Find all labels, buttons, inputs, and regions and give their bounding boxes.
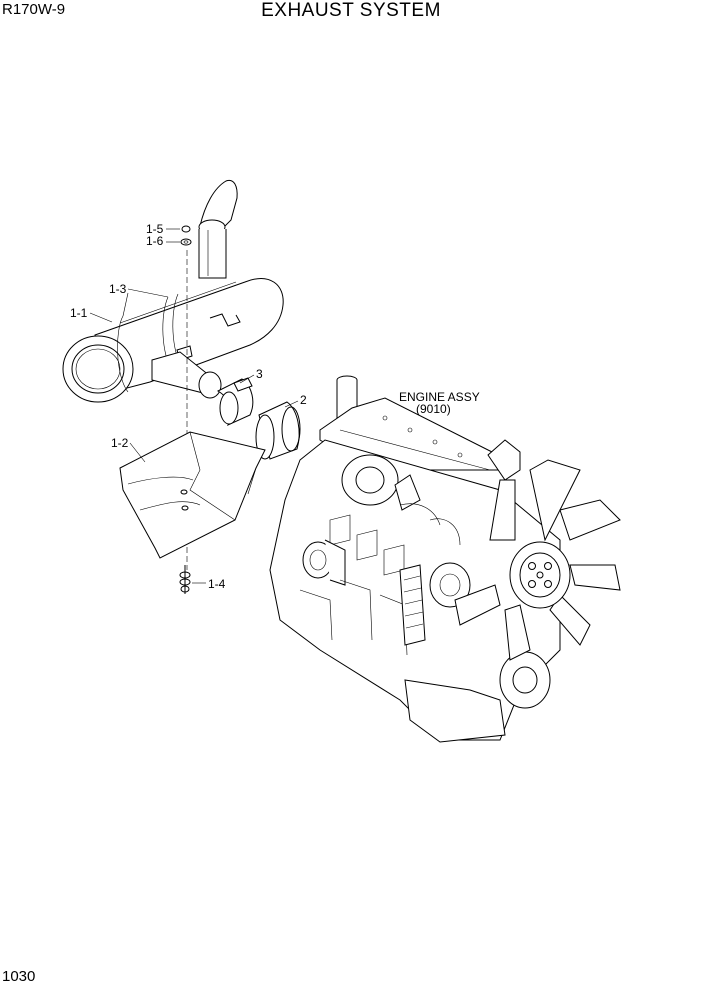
callout-1-3: 1-3	[109, 282, 169, 317]
callout-1-3-label: 1-3	[109, 282, 127, 296]
bolt-1-4	[179, 565, 191, 594]
callout-engine-assy: ENGINE ASSY (9010)	[399, 390, 480, 416]
callout-2: 2	[284, 393, 307, 408]
callout-1-1-label: 1-1	[70, 306, 88, 320]
washer-1-6	[180, 238, 192, 246]
muffler-body	[62, 278, 284, 403]
pipe-2	[255, 401, 301, 460]
callout-1-2-label: 1-2	[111, 436, 129, 450]
callout-1-2: 1-2	[111, 436, 146, 463]
muffler-bracket	[119, 431, 266, 559]
exhaust-stack-pipe	[198, 179, 238, 279]
callout-1-6-label: 1-6	[146, 234, 164, 248]
engine-assy-code: (9010)	[416, 402, 451, 416]
cooling-fan	[454, 459, 621, 661]
outlet-pipe	[151, 351, 222, 399]
callout-1-4-label: 1-4	[208, 577, 226, 591]
model-label: R170W-9	[2, 1, 66, 18]
callout-1-1: 1-1	[70, 306, 113, 323]
callout-1-5: 1-5	[146, 222, 180, 236]
clamp-3	[216, 377, 254, 427]
callout-1-5-label: 1-5	[146, 222, 164, 236]
callout-1-4: 1-4	[192, 577, 226, 591]
callout-3-label: 3	[256, 367, 263, 381]
callout-1-6: 1-6	[146, 234, 180, 248]
callout-2-label: 2	[300, 393, 307, 407]
engine-assy-label: ENGINE ASSY	[399, 390, 480, 404]
page-number: 1030	[2, 968, 36, 985]
page-title: EXHAUST SYSTEM	[261, 0, 441, 21]
callout-3: 3	[239, 367, 263, 384]
engine-assembly	[269, 375, 561, 743]
washer-1-5	[181, 225, 191, 233]
